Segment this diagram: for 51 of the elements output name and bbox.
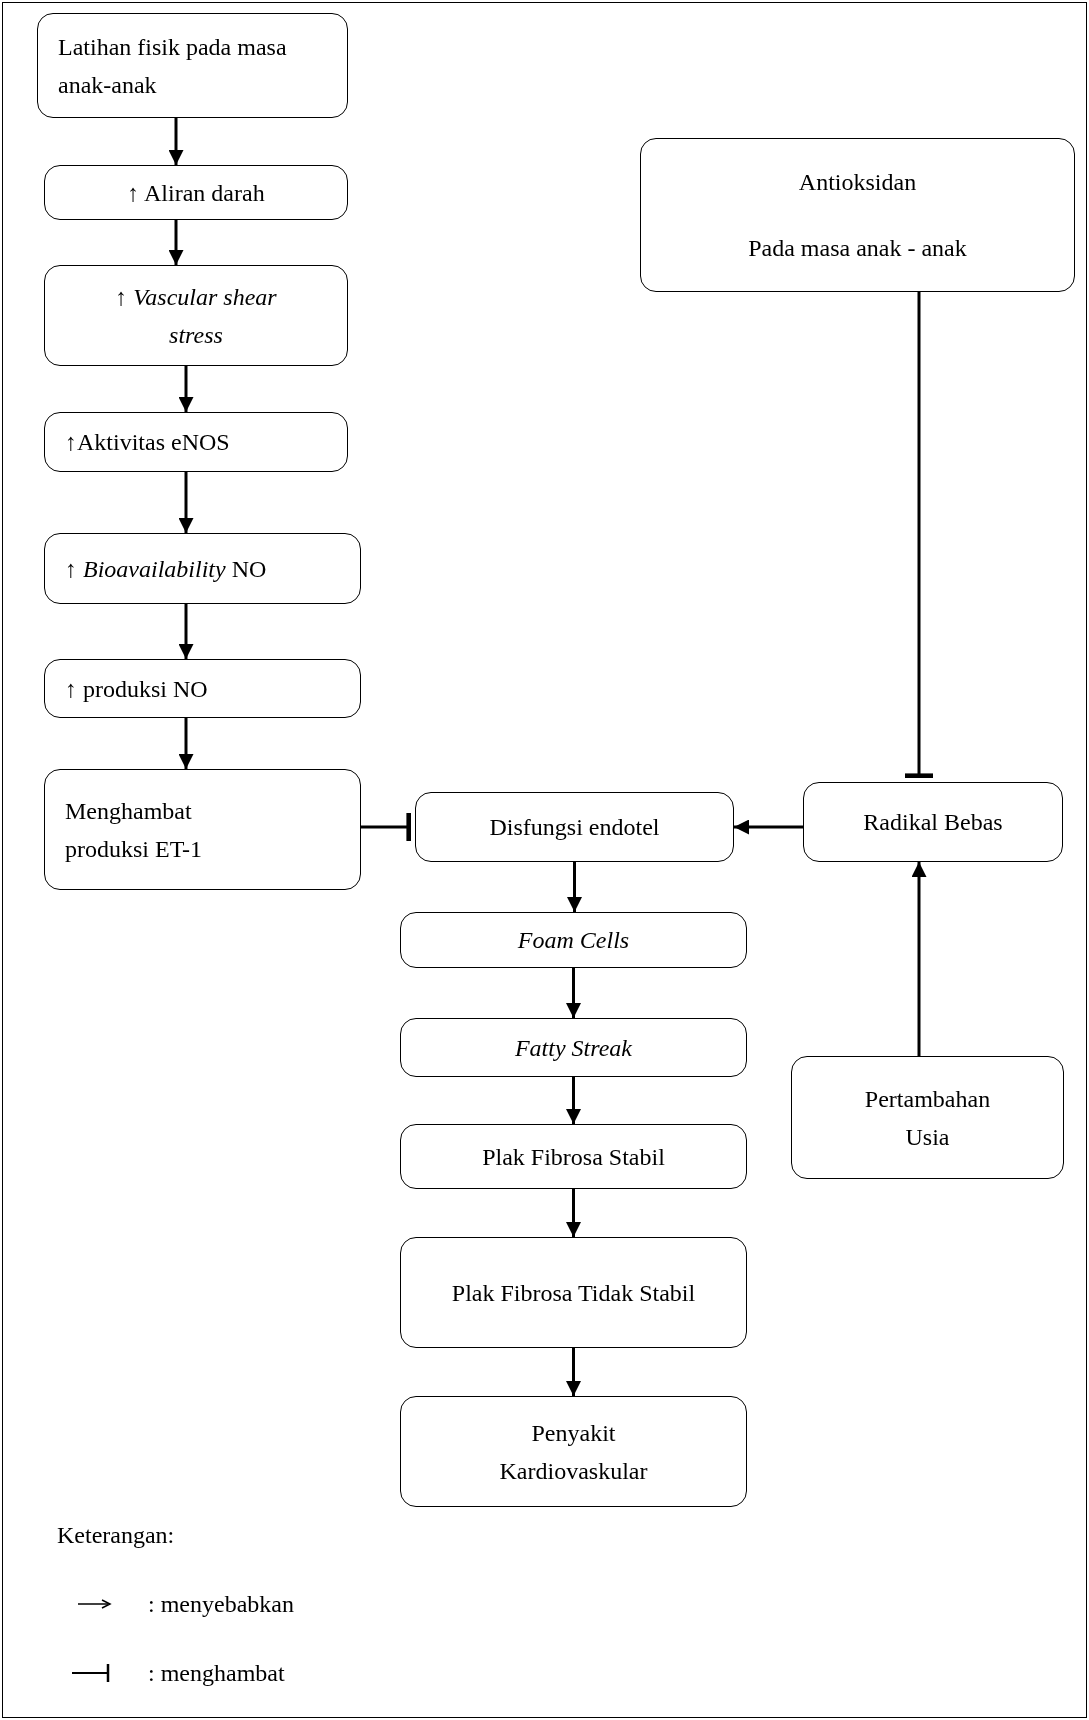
process-box bbox=[44, 265, 348, 366]
arrow bbox=[178, 366, 194, 412]
node-text: Disfungsi endotel bbox=[489, 813, 660, 842]
legend-text: : menghambat bbox=[148, 1659, 285, 1688]
process-box bbox=[400, 1124, 747, 1189]
arrow bbox=[168, 118, 184, 165]
node-text: Pertambahan Usia bbox=[863, 1084, 992, 1152]
arrow bbox=[566, 1189, 581, 1237]
arrow bbox=[567, 862, 582, 912]
process-box bbox=[400, 1018, 747, 1077]
arrow bbox=[178, 604, 194, 659]
node-text: ↑ Vascular shear stress bbox=[114, 282, 278, 350]
process-box bbox=[44, 769, 361, 890]
node-text: Fatty Streak bbox=[514, 1033, 633, 1063]
legend-text: : menyebabkan bbox=[148, 1590, 294, 1619]
process-box bbox=[44, 533, 361, 604]
process-box bbox=[415, 792, 734, 862]
inhibition-line bbox=[361, 812, 412, 842]
legend-heading: Keterangan: bbox=[57, 1521, 175, 1550]
process-box bbox=[37, 13, 348, 118]
node-text: Antioksidan bbox=[798, 168, 917, 197]
arrow bbox=[911, 862, 927, 1056]
node-text: Menghambat produksi ET-1 bbox=[65, 796, 204, 864]
arrow bbox=[566, 968, 581, 1018]
process-box bbox=[44, 165, 348, 220]
arrow bbox=[168, 220, 184, 265]
node-text: ↑Aktivitas eNOS bbox=[65, 428, 230, 457]
process-box bbox=[400, 1237, 747, 1348]
process-box bbox=[640, 138, 1075, 292]
process-box bbox=[44, 659, 361, 718]
node-text: Pada masa anak - anak bbox=[748, 234, 967, 263]
node-text: Plak Fibrosa Stabil bbox=[482, 1142, 665, 1172]
node-text: Radikal Bebas bbox=[863, 808, 1003, 837]
node-text: ↑ Aliran darah bbox=[127, 178, 265, 208]
node-text: Plak Fibrosa Tidak Stabil bbox=[451, 1278, 696, 1308]
process-box bbox=[791, 1056, 1064, 1179]
node-text: Penyakit Kardiovaskular bbox=[498, 1418, 649, 1486]
process-box bbox=[803, 782, 1063, 862]
process-box bbox=[400, 1396, 747, 1507]
node-text: ↑ produksi NO bbox=[65, 674, 208, 704]
process-box bbox=[44, 412, 348, 472]
node-text: ↑ Bioavailability NO bbox=[65, 554, 267, 584]
arrow bbox=[178, 472, 194, 533]
inhibition-line bbox=[904, 292, 934, 779]
node-text: Latihan fisik pada masa anak-anak bbox=[58, 32, 288, 100]
arrow bbox=[178, 718, 194, 769]
process-box bbox=[400, 912, 747, 968]
arrow bbox=[734, 819, 803, 835]
node-text: Foam Cells bbox=[517, 926, 630, 955]
arrow bbox=[566, 1348, 581, 1396]
arrow bbox=[566, 1077, 581, 1124]
